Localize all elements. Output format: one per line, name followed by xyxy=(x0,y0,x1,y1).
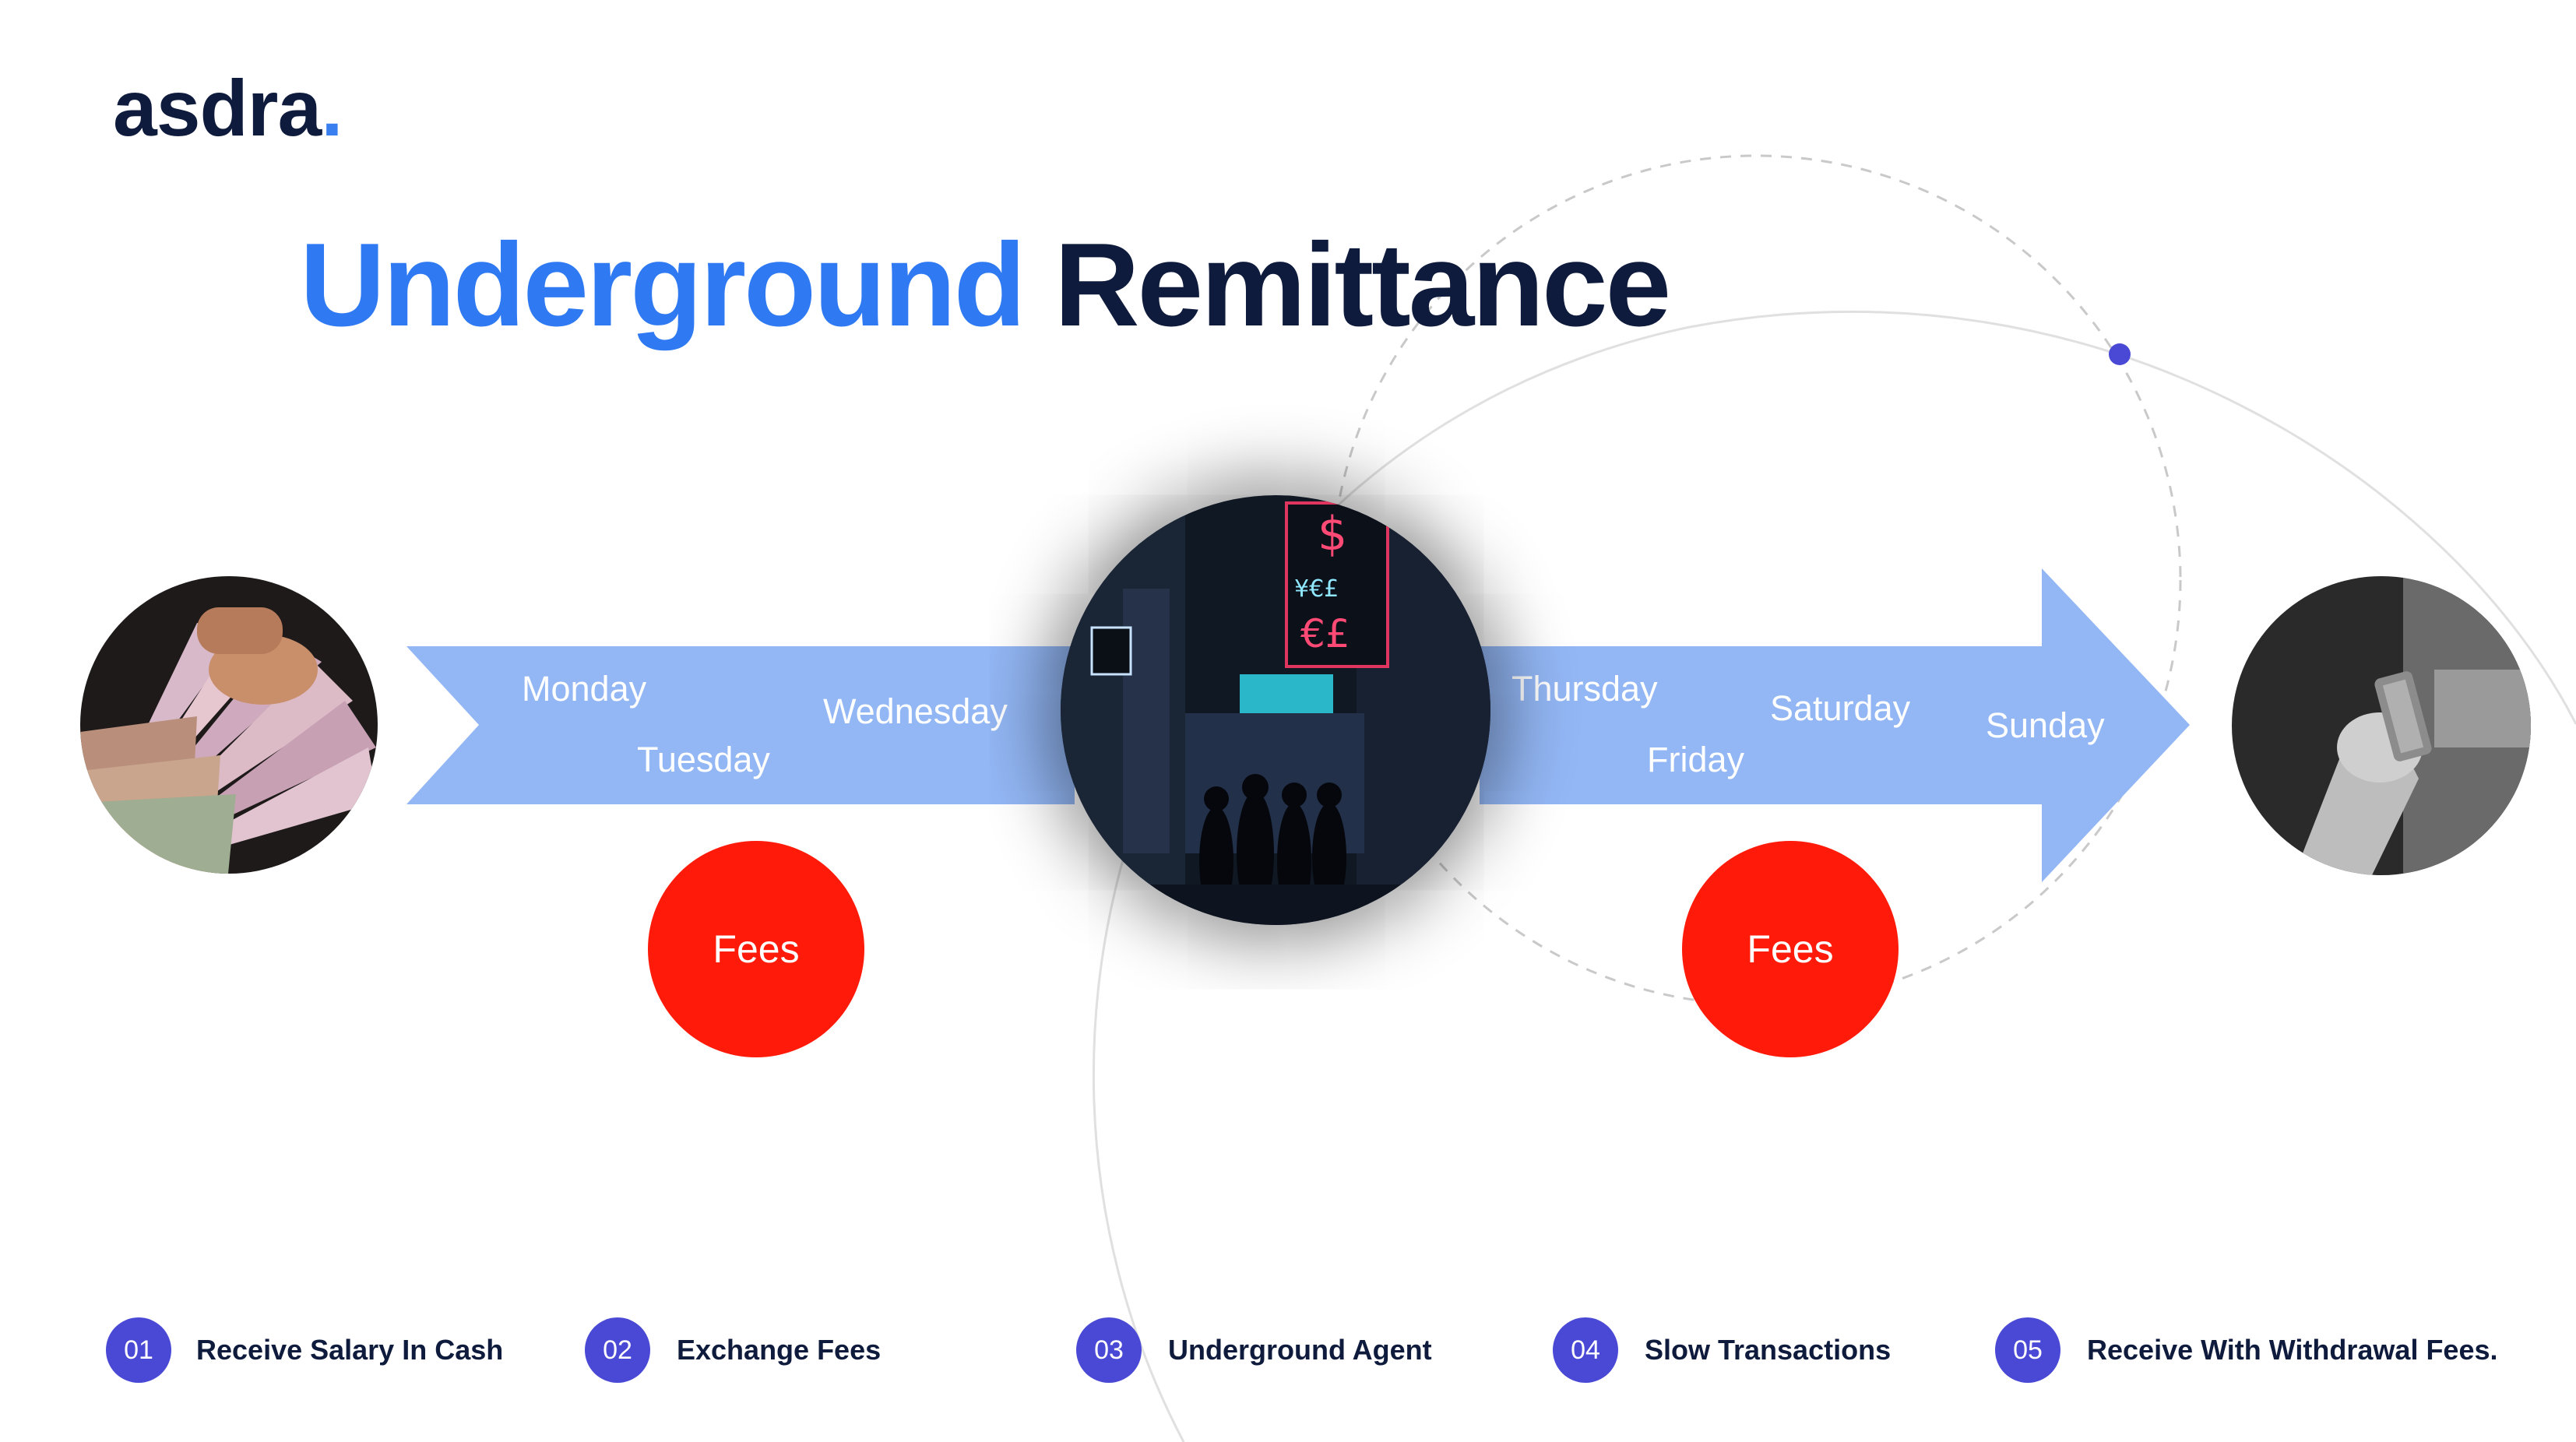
title-word-remittance: Remittance xyxy=(1054,219,1671,351)
logo-dot: . xyxy=(321,64,343,153)
step-05: 05 Receive With Withdrawal Fees. xyxy=(1995,1317,2498,1383)
step-number-badge: 02 xyxy=(585,1317,650,1383)
page-title: Underground Remittance xyxy=(300,226,1671,344)
step-number-badge: 01 xyxy=(106,1317,171,1383)
step-02: 02 Exchange Fees xyxy=(585,1317,881,1383)
svg-text:$: $ xyxy=(1318,507,1347,561)
step-number-badge: 05 xyxy=(1995,1317,2060,1383)
brand-logo: asdra. xyxy=(113,69,343,148)
step-label: Receive Salary In Cash xyxy=(196,1334,504,1366)
step-number-badge: 04 xyxy=(1553,1317,1618,1383)
day-wednesday: Wednesday xyxy=(823,691,1008,731)
day-monday: Monday xyxy=(522,669,647,709)
title-word-underground: Underground xyxy=(300,219,1026,351)
cash-banknotes-photo xyxy=(80,576,378,874)
day-tuesday: Tuesday xyxy=(637,740,770,779)
day-thursday: Thursday xyxy=(1511,669,1658,709)
svg-text:¥€£: ¥€£ xyxy=(1294,575,1339,603)
fee-circle-withdrawal: Fees xyxy=(1682,841,1899,1057)
night-market-currency-exchange-photo: $ ¥€£ €£ xyxy=(1061,495,1490,925)
svg-text:€£: €£ xyxy=(1300,611,1350,656)
step-label: Receive With Withdrawal Fees. xyxy=(2087,1334,2498,1366)
step-label: Underground Agent xyxy=(1168,1334,1432,1366)
step-number-badge: 03 xyxy=(1076,1317,1142,1383)
fee-circle-exchange: Fees xyxy=(648,841,864,1057)
day-saturday: Saturday xyxy=(1770,688,1911,728)
step-label: Exchange Fees xyxy=(677,1334,882,1366)
day-sunday: Sunday xyxy=(1986,705,2105,745)
step-label: Slow Transactions xyxy=(1645,1334,1892,1366)
hand-holding-dollar-bill-photo xyxy=(2232,576,2531,875)
step-03: 03 Underground Agent xyxy=(1076,1317,1432,1383)
logo-text: asdra xyxy=(113,64,322,153)
step-04: 04 Slow Transactions xyxy=(1553,1317,1891,1383)
day-friday: Friday xyxy=(1647,740,1745,779)
step-01: 01 Receive Salary In Cash xyxy=(106,1317,503,1383)
